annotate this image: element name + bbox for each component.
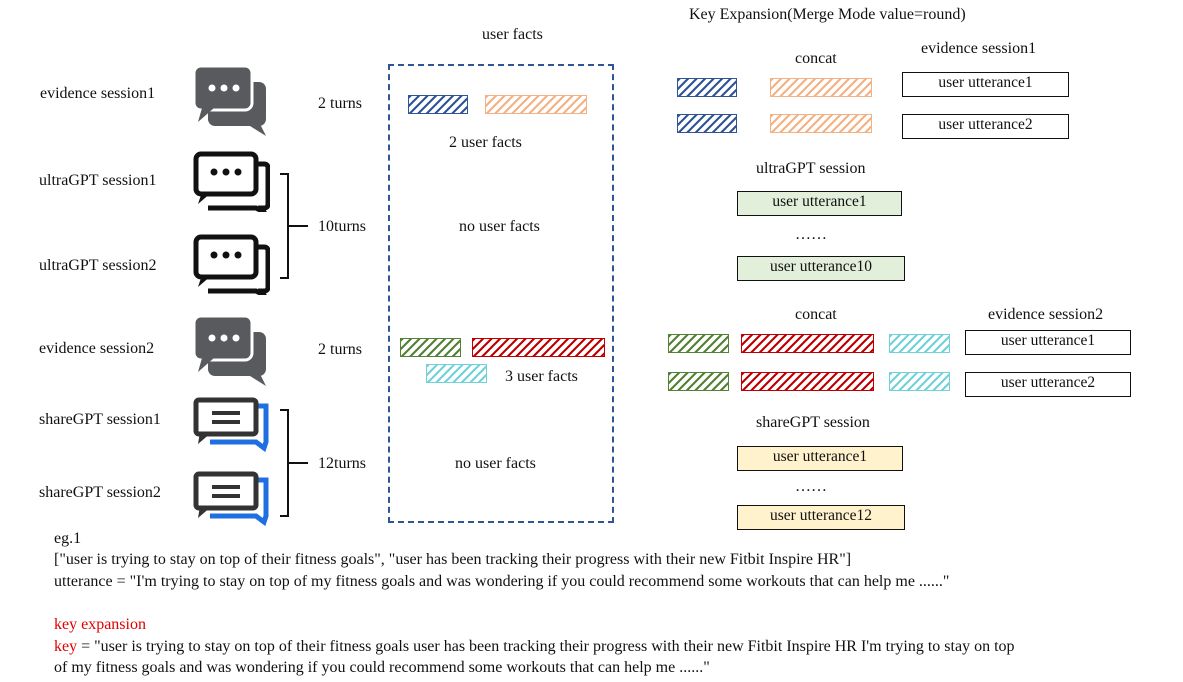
fact-bar-red [472, 338, 605, 357]
sharegpt-session-header: shareGPT session [756, 414, 870, 431]
key-bar-red-1 [741, 334, 874, 353]
fact-bar-blue [408, 95, 468, 114]
label-ultragpt-session1: ultraGPT session1 [39, 172, 157, 189]
ultragpt-session-header: ultraGPT session [756, 160, 866, 177]
fact-bar-green [400, 338, 461, 357]
no-user-facts-ultragpt: no user facts [459, 218, 540, 235]
sharegpt-bracket [280, 409, 308, 517]
key-bar-cyan-2 [889, 372, 950, 391]
fact-bar-orange [485, 95, 587, 114]
ultragpt-ellipsis: …… [795, 226, 827, 243]
evidence2-utterance2: user utterance2 [965, 372, 1131, 397]
facts-count-3: 3 user facts [505, 368, 578, 385]
ultragpt-utterance10: user utterance10 [737, 256, 905, 281]
label-sharegpt-session2: shareGPT session2 [39, 484, 161, 501]
sharegpt-utterance1: user utterance1 [737, 446, 903, 471]
label-sharegpt-session1: shareGPT session1 [39, 411, 161, 428]
key-bar-orange-1 [770, 78, 872, 97]
ultragpt-utterance1: user utterance1 [737, 191, 902, 216]
chat-gray-icon [192, 314, 266, 386]
key-bar-green-1 [668, 334, 729, 353]
sharegpt-utterance12: user utterance12 [737, 505, 905, 530]
message-lines-icon [193, 397, 269, 452]
key-bar-cyan-1 [889, 334, 950, 353]
label-ultragpt-session2: ultraGPT session2 [39, 257, 157, 274]
key-expansion-title: Key Expansion(Merge Mode value=round) [689, 6, 966, 23]
facts-count-2: 2 user facts [449, 134, 522, 151]
evidence-session2-header: evidence session2 [988, 306, 1104, 323]
turns-sharegpt: 12turns [318, 455, 366, 472]
example-label: eg.1 [54, 530, 82, 547]
user-facts-title: user facts [482, 26, 543, 43]
turns-evidence2: 2 turns [318, 341, 362, 358]
no-user-facts-sharegpt: no user facts [455, 455, 536, 472]
example-facts-line: ["user is trying to stay on top of their… [54, 551, 852, 568]
key-line-2: of my fitness goals and was wondering if… [54, 659, 710, 676]
key-bar-green-2 [668, 372, 729, 391]
fact-bar-cyan [426, 364, 487, 383]
sharegpt-ellipsis: …… [795, 478, 827, 495]
chat-outline-icon [193, 234, 270, 295]
key-word: key [54, 638, 78, 655]
concat-label-2: concat [795, 306, 837, 323]
key-bar-blue-2 [677, 114, 737, 133]
label-evidence-session1: evidence session1 [40, 85, 156, 102]
user-facts-container [388, 64, 614, 523]
key-line-1: key = "user is trying to stay on top of … [54, 638, 1015, 656]
turns-evidence1: 2 turns [318, 95, 362, 112]
evidence1-utterance2: user utterance2 [902, 114, 1069, 139]
example-utterance-line: utterance = "I'm trying to stay on top o… [54, 573, 950, 590]
key-line-1-text: = "user is trying to stay on top of thei… [77, 638, 1015, 655]
evidence1-utterance1: user utterance1 [902, 72, 1069, 97]
key-bar-blue-1 [677, 78, 737, 97]
label-evidence-session2: evidence session2 [39, 340, 155, 357]
key-bar-orange-2 [770, 114, 872, 133]
chat-gray-icon [192, 64, 266, 136]
evidence2-utterance1: user utterance1 [965, 330, 1131, 355]
concat-label-1: concat [795, 50, 837, 67]
key-expansion-label: key expansion [54, 616, 146, 633]
message-lines-icon [193, 471, 269, 526]
turns-ultragpt: 10turns [318, 218, 366, 235]
evidence-session1-header: evidence session1 [921, 40, 1037, 57]
key-bar-red-2 [741, 372, 874, 391]
ultragpt-bracket [280, 173, 308, 279]
chat-outline-icon [193, 151, 270, 212]
